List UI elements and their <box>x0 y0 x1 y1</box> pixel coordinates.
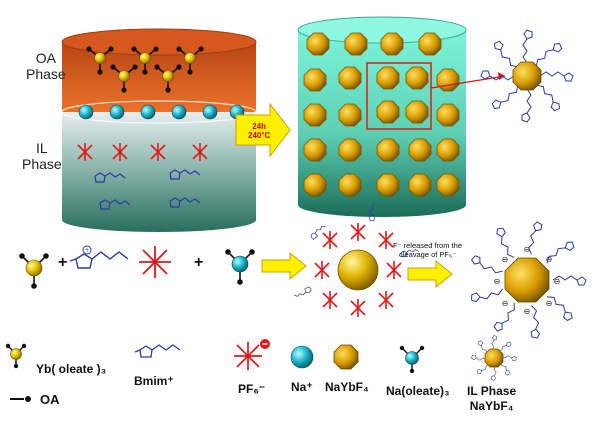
oa-phase-label: OA Phase <box>26 50 66 82</box>
legend-na-icon <box>290 345 314 369</box>
legend-pf6-label: PF₆⁻ <box>238 382 266 396</box>
legend-naybf4-label: NaYbF₄ <box>325 380 369 394</box>
legend-pf6-icon <box>234 339 270 370</box>
release-note-line1: F⁻ released from the <box>393 241 462 250</box>
il-phase-label: IL Phase <box>22 140 62 172</box>
process-time: 24h <box>252 122 267 131</box>
plus-sign-2: + <box>194 254 204 271</box>
reactant-na-oleate <box>225 249 255 285</box>
legend-il-phase-line1: IL Phase <box>467 384 517 398</box>
il-phase-label-line1: IL <box>36 140 48 156</box>
reactant-yb-oleate <box>19 253 49 289</box>
legend-bmim-icon <box>134 344 181 358</box>
legend-oa-label: OA <box>40 392 60 407</box>
left-cylinder <box>61 28 257 232</box>
svg-text:⊖: ⊖ <box>502 299 509 308</box>
legend-naybf4-icon <box>333 344 359 370</box>
process-conditions: 24h 240°C <box>248 122 270 140</box>
legend-na-label: Na⁺ <box>291 380 313 394</box>
svg-text:⊖: ⊖ <box>554 277 561 286</box>
oa-phase <box>62 42 256 124</box>
legend-bmim-label: Bmim⁺ <box>134 374 174 388</box>
il-phase-label-line2: Phase <box>22 156 62 172</box>
release-note: F⁻ released from the cleavage of PF₆⁻ <box>393 241 462 259</box>
oa-phase-label-line1: OA <box>35 50 56 66</box>
svg-text:⊖: ⊖ <box>524 245 531 254</box>
reactant-bmim-pf6: + <box>69 245 129 269</box>
legend-il-phase-label: IL Phase NaYbF₄ <box>467 384 516 414</box>
oa-phase-label-line2: Phase <box>26 66 66 82</box>
reaction-arrow-2 <box>407 259 453 289</box>
legend-il-phase-icon <box>471 335 517 381</box>
zoom-box <box>366 62 432 130</box>
legend-na-oleate-label: Na(oleate)₃ <box>386 384 450 398</box>
il-phase <box>62 112 256 232</box>
capped-nanocrystal-top <box>480 29 574 123</box>
legend-il-phase-line2: NaYbF₄ <box>469 399 514 413</box>
plus-sign-1: + <box>58 254 68 271</box>
intermediate-particle <box>292 202 420 318</box>
svg-text:+: + <box>85 247 89 254</box>
svg-text:⊖: ⊖ <box>494 277 501 286</box>
reaction-arrow-1 <box>261 251 307 281</box>
legend-na-oleate-icon <box>399 345 425 374</box>
svg-text:⊖: ⊖ <box>502 255 509 264</box>
svg-text:⊖: ⊖ <box>546 255 553 264</box>
right-cylinder <box>297 16 467 217</box>
legend-yb-oleate-icon <box>5 343 27 369</box>
legend-oa-icon <box>10 396 31 402</box>
process-temperature: 240°C <box>248 131 271 140</box>
release-note-line2: cleavage of PF₆⁻ <box>398 250 456 259</box>
legend-yb-oleate-label: Yb( oleate )₃ <box>36 362 107 376</box>
process-arrow <box>235 102 291 158</box>
capped-nanocrystal-product: ⊖ ⊖ ⊖ ⊖ ⊖ ⊖ ⊖ ⊖ <box>469 220 587 340</box>
interface-ring <box>61 100 257 124</box>
svg-text:⊖: ⊖ <box>524 307 531 316</box>
reactant-pf6 <box>139 246 171 278</box>
svg-text:⊖: ⊖ <box>546 299 553 308</box>
